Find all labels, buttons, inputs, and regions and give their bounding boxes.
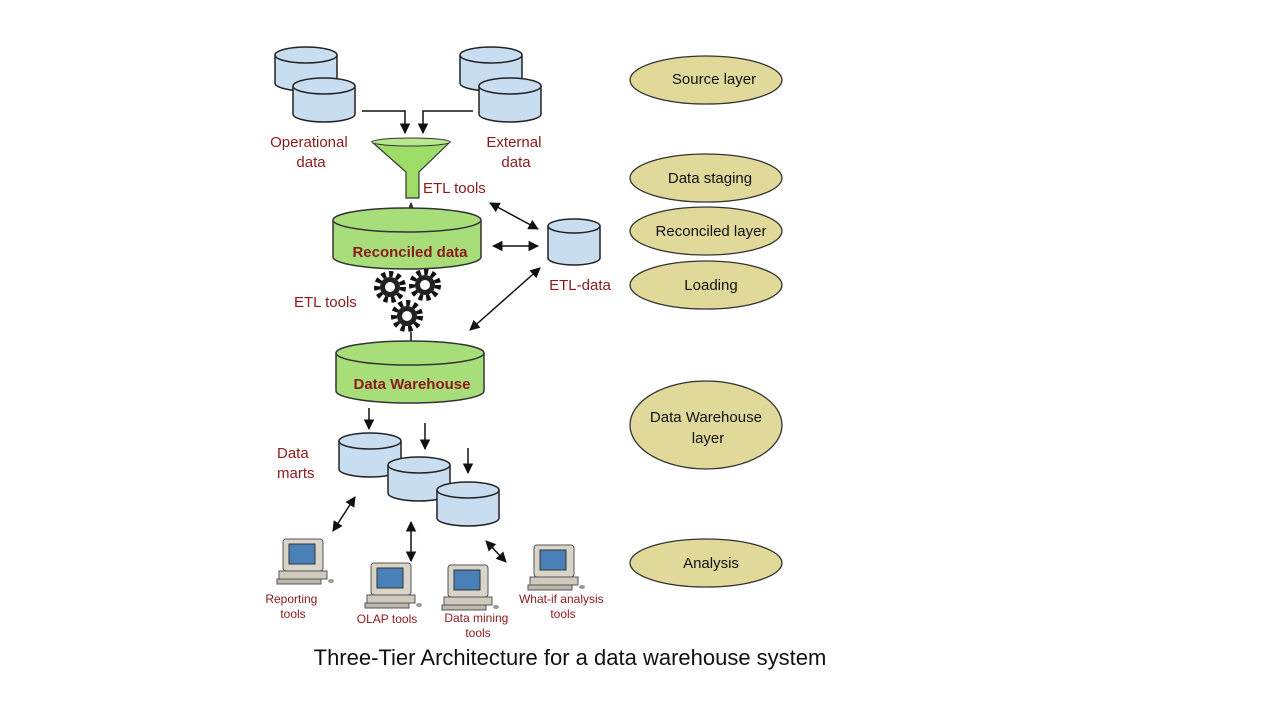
- etl-tools-top-label: ETL tools: [423, 180, 486, 197]
- data-marts-label: Data marts: [277, 445, 315, 482]
- data-mining-tools-label: Data mining tools: [444, 611, 511, 640]
- svg-text:Source layer: Source layer: [672, 71, 756, 88]
- reconciled-data-label: Reconciled data: [352, 244, 468, 261]
- etl-gears-icon: [377, 272, 438, 329]
- layer-data-warehouse: Data Warehouse layer: [629, 380, 783, 470]
- reporting-tools-label: Reporting tools: [265, 592, 320, 621]
- svg-text:Reconciled layer: Reconciled layer: [656, 223, 767, 240]
- what-if-tools-computer-icon: [527, 544, 586, 591]
- reporting-tools-computer-icon: [276, 538, 335, 585]
- etl-tools-bottom-label: ETL tools: [294, 294, 357, 311]
- staging-funnel: [370, 137, 452, 212]
- data-warehouse-db: [335, 340, 485, 404]
- etl-data-db: [547, 218, 601, 266]
- etl-data-arrows: [469, 202, 541, 331]
- olap-tools-label: OLAP tools: [357, 612, 417, 626]
- data-warehouse-label: Data Warehouse: [354, 376, 471, 393]
- data-mining-tools-computer-icon: [441, 564, 500, 611]
- layer-source: Source layer: [629, 55, 783, 105]
- svg-text:Analysis: Analysis: [683, 555, 739, 572]
- source-arrows: [362, 110, 473, 135]
- what-if-tools-label: What-if analysis tools: [519, 592, 607, 621]
- layer-loading: Loading: [629, 260, 783, 310]
- svg-text:Loading: Loading: [684, 277, 737, 294]
- layer-analysis: Analysis: [629, 538, 783, 588]
- operational-data-db: [274, 46, 356, 123]
- olap-tools-computer-icon: [364, 562, 423, 609]
- svg-text:Data Warehouse layer: Data Warehouse layer: [650, 409, 766, 447]
- external-data-label: External data: [486, 134, 545, 171]
- operational-data-label: Operational data: [270, 134, 352, 171]
- svg-text:Data staging: Data staging: [668, 170, 752, 187]
- layer-data-staging: Data staging: [629, 153, 783, 203]
- etl-data-label: ETL-data: [549, 277, 611, 294]
- data-marts-db: [338, 432, 500, 527]
- reconciled-data-db: [332, 207, 482, 270]
- layer-reconciled: Reconciled layer: [629, 206, 783, 256]
- diagram-caption: Three-Tier Architecture for a data wareh…: [313, 645, 827, 670]
- tool-arrows: [332, 496, 507, 563]
- mart-feed-arrows: [363, 408, 474, 475]
